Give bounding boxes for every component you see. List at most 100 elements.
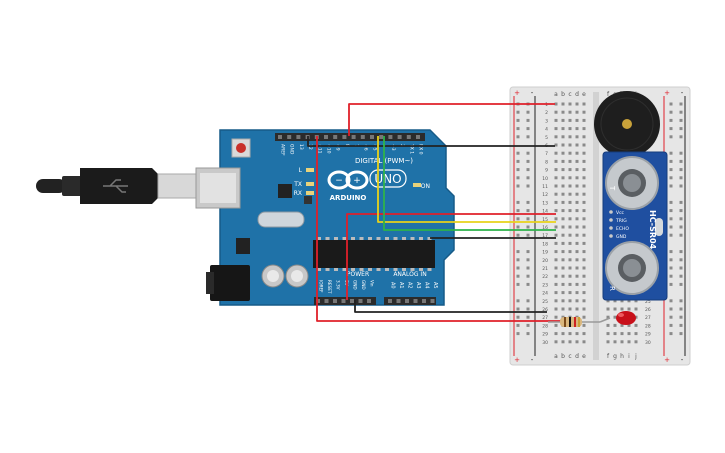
reset-button-cap: [236, 143, 246, 153]
chip-leg: [385, 237, 389, 240]
breadboard-hole: [613, 340, 617, 344]
chip-leg: [334, 237, 338, 240]
rail-plus-bottom-right: +: [664, 356, 670, 364]
breadboard-hole: [582, 176, 586, 180]
rail-hole: [669, 258, 673, 262]
small-chip: [304, 196, 312, 204]
breadboard-hole: [554, 291, 558, 295]
breadboard-hole: [582, 233, 586, 237]
breadboard-hole: [568, 241, 572, 245]
sensor-pin: [609, 226, 613, 230]
rail-hole: [526, 233, 530, 237]
breadboard-hole: [554, 143, 558, 147]
breadboard-row-number: 22: [542, 274, 548, 280]
breadboard-hole: [554, 168, 558, 172]
breadboard-hole: [568, 110, 572, 114]
header-pin-hole: [333, 135, 338, 139]
led-tx: [306, 182, 314, 186]
rail-hole: [679, 274, 683, 278]
header-pin-hole: [416, 135, 420, 139]
breadboard-hole: [582, 192, 586, 196]
rail-hole: [526, 159, 530, 163]
breadboard-hole: [568, 307, 572, 311]
breadboard-column-letter: e: [582, 91, 586, 98]
power-pin-label: Vin: [370, 280, 375, 287]
rail-hole: [516, 209, 520, 213]
digital-pin-label: ~10: [326, 144, 332, 154]
breadboard-row-number: 28: [542, 323, 548, 329]
breadboard-column-letter: j: [634, 353, 637, 360]
breadboard-hole: [554, 159, 558, 163]
breadboard-hole: [554, 233, 558, 237]
breadboard-hole: [568, 258, 572, 262]
rail-hole: [669, 176, 673, 180]
resistor-band-1: [564, 317, 566, 327]
rail-hole: [669, 299, 673, 303]
usb-strain-relief: [62, 176, 82, 196]
sensor-transducer-t-center: [623, 174, 641, 192]
breadboard-hole: [554, 217, 558, 221]
usb-chip: [278, 184, 292, 198]
chip-leg: [410, 268, 415, 271]
breadboard-hole: [561, 291, 565, 295]
breadboard-hole: [561, 332, 565, 336]
breadboard-hole: [561, 282, 565, 286]
power-pin-hole: [324, 299, 329, 303]
breadboard-hole: [575, 266, 579, 270]
wire-green-echo: [383, 136, 556, 231]
breadboard-hole: [568, 127, 572, 131]
breadboard-column-letter: i: [628, 353, 630, 360]
breadboard-row-number: 3: [545, 118, 548, 124]
chip-leg: [334, 268, 338, 271]
rail-hole: [669, 225, 673, 229]
breadboard-hole: [568, 102, 572, 106]
breadboard-hole: [554, 151, 558, 155]
analog-pin-label: A3: [415, 282, 421, 289]
breadboard-hole: [568, 225, 572, 229]
breadboard-hole: [554, 274, 558, 278]
breadboard-row-number: 26: [645, 307, 651, 313]
breadboard-hole: [575, 143, 579, 147]
breadboard-hole: [561, 209, 565, 213]
chip-leg: [419, 237, 423, 240]
breadboard-hole: [568, 184, 572, 188]
chip-leg: [393, 268, 398, 271]
chip-leg: [393, 237, 398, 240]
breadboard-row-number: 17: [542, 233, 548, 239]
breadboard-hole: [582, 110, 586, 114]
rail-minus-top-right: -: [681, 89, 684, 97]
breadboard-row-number: 11: [542, 184, 548, 190]
chip-pins: [317, 237, 432, 271]
breadboard-hole: [627, 307, 631, 311]
breadboard-hole: [634, 323, 638, 327]
chip-leg: [351, 237, 355, 240]
rail-hole: [679, 266, 683, 270]
rail-hole: [526, 200, 530, 204]
breadboard-hole: [568, 274, 572, 278]
chip-leg: [351, 268, 355, 271]
chip-leg: [376, 237, 381, 240]
rail-hole: [679, 168, 683, 172]
breadboard-row-number: 24: [542, 291, 548, 297]
rail-hole: [669, 266, 673, 270]
breadboard-hole: [575, 118, 579, 122]
breadboard-hole: [620, 323, 624, 327]
rail-hole: [679, 299, 683, 303]
breadboard-hole: [568, 266, 572, 270]
digital-pin-label: ~9: [335, 144, 341, 151]
rail-hole: [669, 135, 673, 139]
rail-hole: [526, 118, 530, 122]
power-pin-label: GND: [353, 280, 358, 290]
rail-hole: [516, 159, 520, 163]
usb-cable: [36, 168, 199, 204]
rail-hole: [526, 151, 530, 155]
analog-header-label: ANALOG IN: [393, 271, 426, 278]
breadboard-hole: [568, 340, 572, 344]
breadboard-hole: [620, 340, 624, 344]
breadboard-hole: [582, 291, 586, 295]
header-pin-hole: [379, 135, 384, 139]
breadboard-hole: [568, 233, 572, 237]
breadboard-hole: [554, 282, 558, 286]
analog-pin-hole: [405, 299, 409, 303]
breadboard-row-number: 9: [545, 168, 548, 174]
